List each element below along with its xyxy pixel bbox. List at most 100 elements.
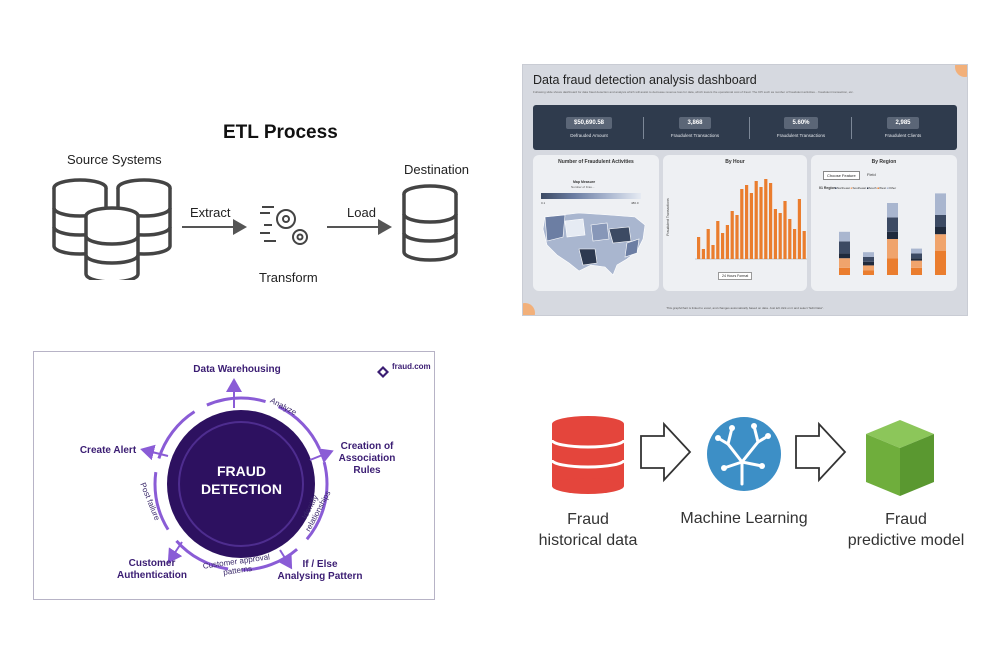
region-bar-segment — [839, 241, 850, 254]
association-line-2: Association — [338, 453, 396, 464]
create-alert-label: Create Alert — [79, 445, 137, 456]
corner-decoration-icon — [955, 65, 967, 77]
fraud-cycle-panel: FRAUD DETECTION fraud.com Data Warehousi… — [33, 351, 435, 600]
if-else-label: If / Else Analysing Pattern — [270, 559, 370, 583]
hour-bar — [725, 225, 729, 259]
hour-bar — [788, 219, 792, 259]
region-bar-segment — [887, 217, 898, 232]
choose-feature-button[interactable]: Choose Feature — [823, 171, 860, 180]
region-bar-segment — [887, 239, 898, 259]
hour-bar — [769, 183, 773, 259]
etl-extract-label: Extract — [190, 205, 231, 220]
map-card: Number of Fraudulent Activities Map Meas… — [533, 155, 659, 291]
hour-bar — [735, 215, 739, 259]
fraud-cycle-graphic — [140, 366, 389, 572]
hour-bar — [802, 231, 806, 259]
region-bar-segment — [935, 251, 946, 275]
association-arrow-icon — [309, 448, 334, 464]
region-legend-title: 01 Region — [819, 186, 836, 190]
hour-card-title: By Hour — [725, 159, 745, 165]
ml-output-line-1: Fraud — [885, 511, 927, 528]
region-bar-segment — [935, 234, 946, 251]
region-card: By Region Choose Feature Field 01 Region… — [811, 155, 957, 291]
data-warehousing-label: Data Warehousing — [193, 364, 281, 375]
kpi-fraudulent-rate: 5.60% Fraudulent Transactions — [751, 111, 851, 138]
region-bar-segment — [911, 248, 922, 254]
inner-ring — [178, 421, 304, 547]
region-bar-segment — [863, 252, 874, 257]
region-legend: ■Northeast ■Southeast ■South ■West ■Othe… — [835, 186, 897, 190]
alert-arrow-icon — [140, 444, 169, 461]
ifelse-arrow-icon — [277, 549, 293, 570]
etl-source-label: Source Systems — [67, 152, 162, 167]
kpi-value: $50,690.58 — [565, 117, 613, 129]
map-color-scale — [541, 193, 641, 199]
kpi-value: 5.60% — [784, 117, 818, 129]
region-bar-segment — [863, 261, 874, 266]
region-bar-segment — [935, 215, 946, 227]
legend-item: Southeast — [852, 186, 866, 190]
hour-bar — [701, 249, 705, 259]
hour-bar — [745, 185, 749, 259]
us-choropleth-map — [542, 212, 646, 276]
region-bar-segment — [863, 265, 874, 271]
kpi-divider — [851, 117, 852, 139]
map-measure-title: Map Measure — [573, 180, 596, 184]
hour-bar — [783, 201, 787, 259]
hour-bar — [740, 189, 744, 259]
flow-arrow-icon-1 — [640, 421, 692, 483]
region-bar-segment — [839, 267, 850, 275]
association-rules-label: Creation of Association Rules — [327, 441, 407, 477]
hour-format-button[interactable]: 24 Hours Format — [718, 272, 753, 280]
kpi-label: Fraudulent Transactions — [670, 133, 720, 138]
fraud-brand-icon — [377, 366, 389, 378]
fraud-center-title: FRAUD DETECTION — [169, 462, 314, 498]
ml-input-label: Fraud historical data — [528, 509, 648, 551]
kpi-label: Fraudulent Clients — [884, 133, 922, 138]
hour-bar — [764, 179, 768, 259]
ml-output-label: Fraud predictive model — [836, 509, 976, 551]
hour-bar — [706, 229, 710, 259]
hour-card: By Hour Fraudulent Transactions 24 Hours… — [663, 155, 807, 291]
transform-gears-icon — [260, 206, 308, 245]
map-scale-max: 480.0 — [631, 201, 639, 205]
region-bar-segment — [839, 253, 850, 259]
outer-ring — [153, 396, 329, 572]
kpi-value: 2,985 — [887, 117, 919, 129]
region-bar-segment — [887, 231, 898, 239]
kpi-defrauded-amount: $50,690.58 Defrauded Amount — [539, 111, 639, 138]
region-bar-segment — [911, 258, 922, 261]
association-line-3: Rules — [353, 465, 381, 476]
legend-item: West — [879, 186, 886, 190]
destination-db-icon — [402, 184, 458, 262]
fraud-database-icon — [550, 416, 626, 494]
customer-authentication-label: Customer Authentication — [102, 558, 202, 582]
region-bar-segment — [911, 253, 922, 259]
fraud-dashboard-slide: Data fraud detection analysis dashboard … — [522, 64, 968, 316]
hour-bar — [793, 229, 797, 259]
region-stacked-chart — [839, 193, 946, 275]
legend-item: South — [868, 186, 877, 190]
ml-output-line-2: predictive model — [847, 532, 965, 549]
map-scale-min: 0.1 — [541, 201, 546, 205]
dashboard-footer: This graph/chart is linked to excel, and… — [666, 306, 824, 310]
kpi-fraudulent-clients: 2,985 Fraudulent Clients — [853, 111, 953, 138]
predictive-model-cube-icon — [866, 420, 934, 496]
ifelse-line-2: Analysing Pattern — [277, 571, 363, 582]
hour-bar — [773, 209, 777, 259]
region-bar-segment — [863, 270, 874, 275]
center-line-2: DETECTION — [201, 481, 282, 497]
etl-title: ETL Process — [223, 122, 338, 143]
etl-transform-label: Transform — [259, 270, 318, 285]
flow-arrow-icon-2 — [795, 421, 847, 483]
machine-learning-icon — [707, 417, 781, 491]
hour-bar — [754, 181, 758, 259]
hour-bar — [778, 213, 782, 259]
legend-item: Northeast — [836, 186, 850, 190]
hour-bar — [716, 221, 720, 259]
legend-item: Other — [888, 186, 897, 190]
ml-input-line-2: historical data — [538, 532, 638, 549]
association-line-1: Creation of — [340, 441, 394, 452]
source-db-icon-3 — [84, 206, 140, 280]
hour-bar — [749, 193, 753, 259]
